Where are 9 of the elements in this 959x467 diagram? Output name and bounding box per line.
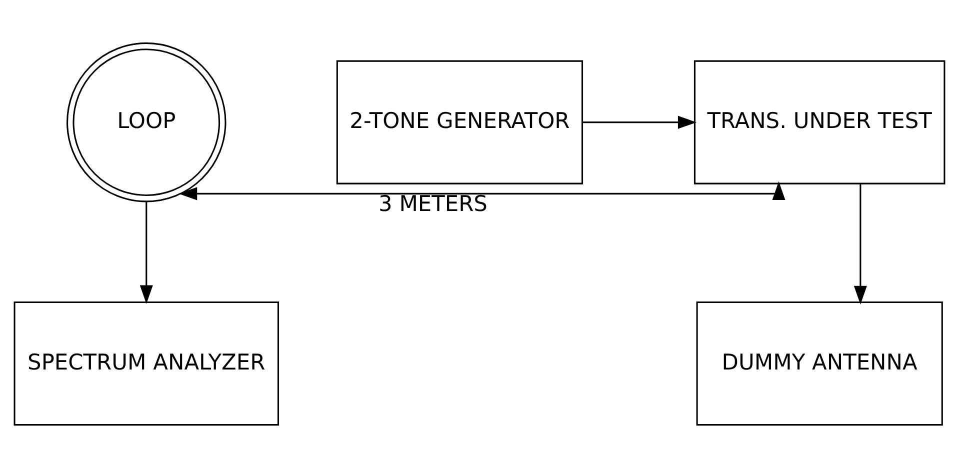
arrow bbox=[178, 180, 786, 200]
arrow bbox=[140, 201, 153, 304]
node-box: SPECTRUM ANALYZER bbox=[14, 300, 279, 426]
edge-label: 3 METERS bbox=[378, 192, 488, 217]
node-box: 2-TONE GENERATOR bbox=[336, 60, 584, 184]
arrow bbox=[582, 115, 697, 128]
node-box: DUMMY ANTENNA bbox=[696, 300, 943, 426]
node-box: TRANS. UNDER TEST bbox=[694, 60, 946, 184]
arrow bbox=[854, 183, 867, 304]
